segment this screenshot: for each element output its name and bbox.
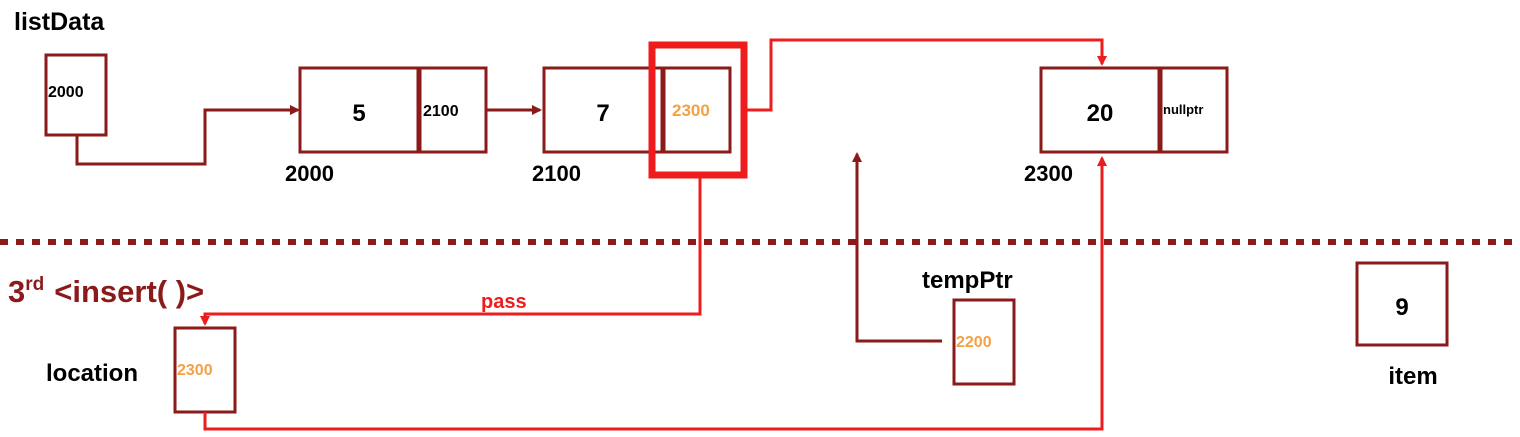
list-data-link <box>75 105 300 166</box>
node-3-next-box <box>1159 66 1229 154</box>
list-data-value: 2000 <box>48 84 84 101</box>
location-label: location <box>46 360 138 387</box>
location-to-node-3-link <box>203 156 1107 431</box>
node-3-info-box <box>1039 66 1161 154</box>
section-title: 3rd<insert( )> <box>8 274 204 309</box>
list-data-label: listData <box>14 8 105 36</box>
node-2-to-node-3-link <box>744 38 1107 112</box>
node-1-address: 2000 <box>285 161 334 186</box>
item-value: 9 <box>1395 294 1408 321</box>
node-2-next-box <box>662 66 732 154</box>
location-value: 2300 <box>177 362 213 379</box>
node-2-address: 2100 <box>532 161 581 186</box>
temp-ptr-label: tempPtr <box>922 267 1013 294</box>
node-1-info-box <box>298 66 420 154</box>
pass-link <box>200 178 702 326</box>
temp-ptr-link <box>852 152 942 343</box>
node-3-address: 2300 <box>1024 161 1073 186</box>
node-1-next: 2100 <box>423 103 459 120</box>
location-box <box>173 326 237 414</box>
item-label: item <box>1388 363 1437 390</box>
temp-ptr-value: 2200 <box>956 334 992 351</box>
node-1-next-box <box>418 66 488 154</box>
node-2-next: 2300 <box>672 101 710 120</box>
pass-label: pass <box>481 291 527 313</box>
node-3-info: 20 <box>1087 100 1114 127</box>
node-2-info-box <box>542 66 664 154</box>
node-2-info: 7 <box>596 100 609 127</box>
node-3-next: nullptr <box>1163 102 1203 117</box>
node-1-info: 5 <box>352 100 365 127</box>
item-box <box>1355 261 1449 347</box>
temp-ptr-box <box>952 298 1016 386</box>
